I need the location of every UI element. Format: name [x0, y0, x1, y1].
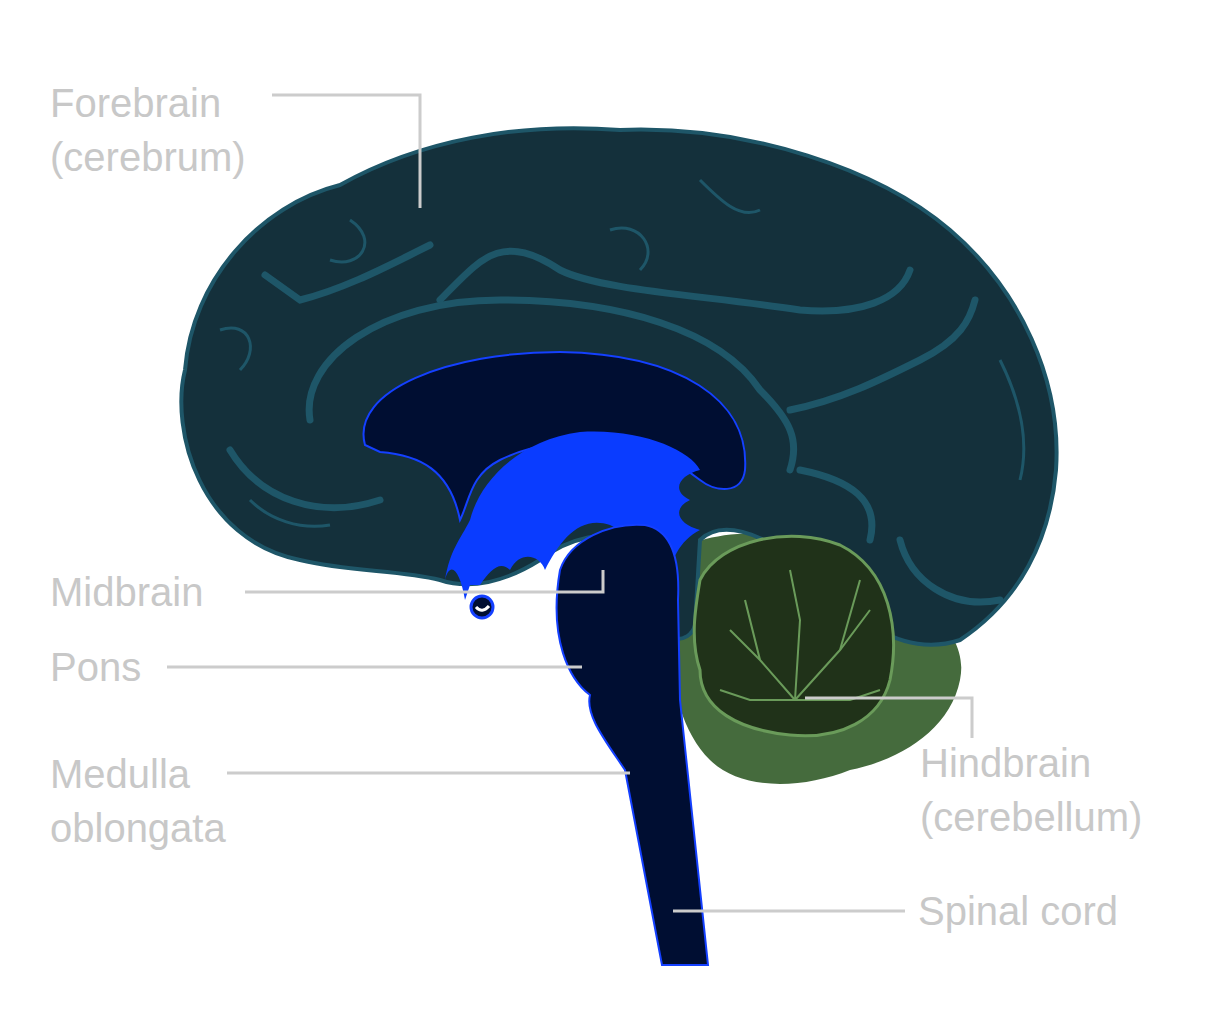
arbor-vitae — [720, 570, 880, 700]
part-label: Hindbrain (cerebellum) — [920, 736, 1210, 844]
part-label: Midbrain — [50, 565, 240, 619]
cerebellum-inner — [694, 536, 893, 736]
part-label: Pons — [50, 640, 165, 694]
part-label: Forebrain (cerebrum) — [50, 76, 300, 184]
pituitary — [471, 596, 493, 618]
pituitary-mark — [476, 606, 489, 610]
part-label: Medulla oblongata — [50, 747, 280, 855]
part-label: Spinal cord — [918, 884, 1208, 938]
leader-lines — [167, 95, 972, 911]
